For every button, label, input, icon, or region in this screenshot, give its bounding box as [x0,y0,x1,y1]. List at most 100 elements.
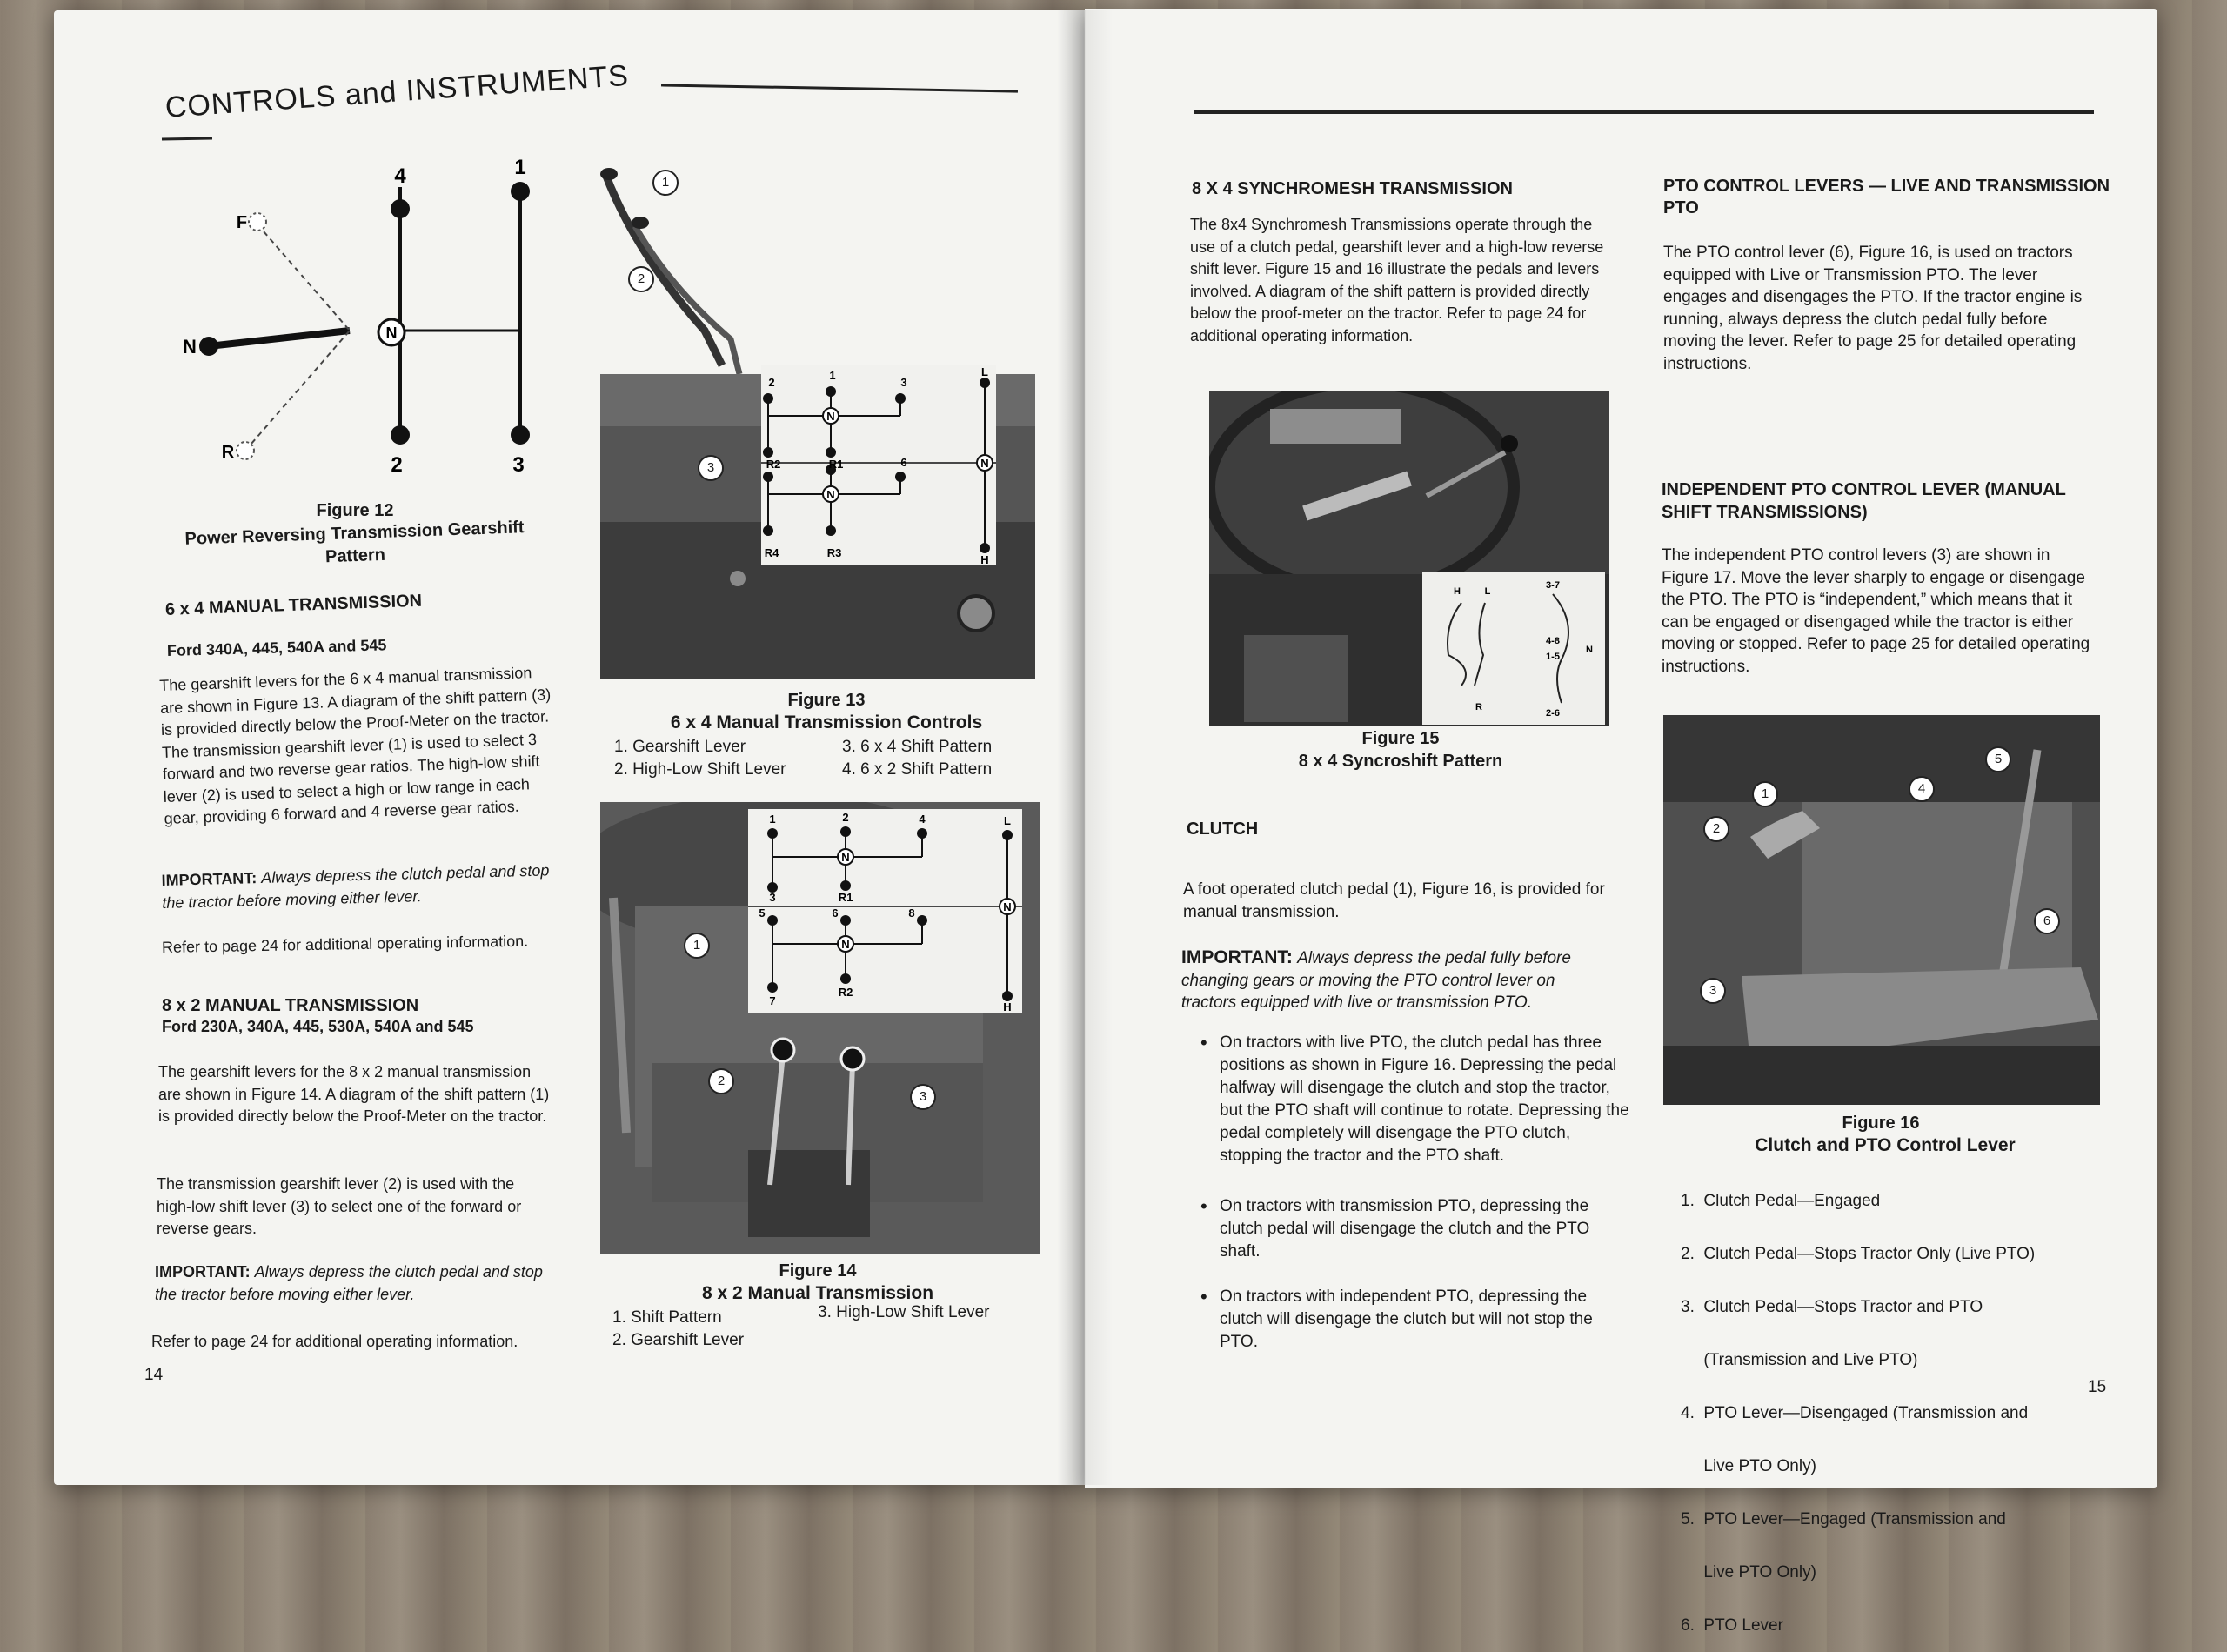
fig13-item-2: 2. High-Low Shift Lever [614,760,786,779]
fig16-item-6: 6. PTO Lever [1681,1616,1783,1635]
fig16-callout-5: 5 [1985,746,2011,772]
figure-13-title: 6 x 4 Manual Transmission Controls [670,712,983,732]
pattern13-r4: R4 [765,546,779,559]
pattern14-g3: 3 [769,891,775,904]
clutch-bullet-independent-pto: On tractors with independent PTO, depres… [1200,1286,1634,1354]
pattern13-r2: R2 [766,458,781,471]
pattern14-r2: R2 [839,986,853,999]
pattern13-r1: R1 [829,458,844,471]
gear-3-label: 3 [512,453,524,477]
fig13-item-4: 4. 6 x 2 Shift Pattern [842,760,993,779]
figure-15-number: Figure 15 [1361,729,1440,748]
figure-13-number: Figure 13 [787,691,866,710]
fig14-callout-2: 2 [708,1068,734,1094]
figure-13-photo: N N N 2 1 3 L R2 R1 [600,157,1035,679]
figure-14-title: 8 x 2 Manual Transmission [701,1283,934,1303]
important-8x2-text: Always depress the clutch pedal and stop… [155,1263,543,1303]
figure-16-number: Figure 16 [1842,1114,1920,1133]
gearshift-knob [600,168,618,180]
gear-2-dot [391,425,410,445]
pattern15-h: H [1454,586,1461,597]
figure-15-shift-pattern: H L 3-7 4-8 1-5 N R 2-6 [1422,572,1605,725]
gear-3-dot [511,425,530,445]
housing-bolt-small [730,571,746,586]
pattern15-15: 1-5 [1546,652,1560,662]
fig13-item-1: 1. Gearshift Lever [614,738,746,756]
pattern14-g4: 4 [919,813,926,826]
neutral-center-circle [377,318,406,347]
figure-15-caption: 8 x 4 Syncroshift Pattern [1298,752,1503,771]
pattern13-g6: 6 [900,456,906,469]
fig16-callout-3: 3 [1700,978,1726,1004]
fig16-item-5: 5. PTO Lever—Engaged (Transmission and [1681,1510,2006,1528]
heading-clutch: CLUTCH [1187,819,1259,839]
pattern15-r: R [1475,702,1482,712]
pattern15-n: N [1586,645,1593,655]
fig16-item-5-cont: Live PTO Only) [1681,1563,1816,1582]
gear-1-label: 1 [514,156,525,179]
figure-12-diagram: N 4 1 2 3 N F R [183,156,530,477]
gear-2-label: 2 [391,453,402,477]
neutral-left-label: N [183,336,197,358]
clutch-important-text: Always depress the pedal fully before ch… [1181,949,1571,1012]
clutch-bullet-live-pto: On tractors with live PTO, the clutch pe… [1200,1032,1634,1167]
figure-14-number: Figure 14 [779,1261,857,1281]
pattern14-g2: 2 [842,811,848,824]
pattern15-37: 3-7 [1546,580,1560,591]
clutch-bullets: On tractors with live PTO, the clutch pe… [1199,1032,1634,1354]
important-8x2: IMPORTANT: Always depress the clutch ped… [155,1261,553,1306]
fig16-item-3-cont: (Transmission and Live PTO) [1681,1351,1918,1369]
pattern13-g3: 3 [900,376,906,389]
pattern14-l: L [1004,814,1011,827]
fig16-item-3: 3. Clutch Pedal—Stops Tractor and PTO [1681,1298,1983,1316]
figure-14-shift-pattern: N N N 1 2 4 L 3 R1 5 6 8 7 R2 H [748,809,1022,1013]
high-low-lever-shape [632,224,743,375]
fig16-callout-4: 4 [1909,776,1935,802]
fig14-item-3: 3. High-Low Shift Lever [818,1303,990,1321]
pattern14-r1: R1 [839,891,853,904]
figure-14-legend-right: 3. High-Low Shift Lever [818,1301,1027,1324]
figure-15-photo: H L 3-7 4-8 1-5 N R 2-6 [1209,391,1609,726]
fig13-callout-3: 3 [698,455,724,481]
forward-label: F [237,213,247,232]
gear-1-dot [511,182,530,201]
body2-8x2: The transmission gearshift lever (2) is … [157,1175,522,1237]
figure-13-shift-pattern: N N N 2 1 3 L R2 R1 [761,365,996,565]
fig13-callout-1: 1 [652,170,679,196]
body1-8x2: The gearshift levers for the 8 x 2 manua… [158,1063,550,1125]
pattern13-n3: N [980,457,988,470]
page-number-right: 15 [2088,1378,2107,1396]
pattern14-n2: N [841,938,849,951]
fig13-callout-2: 2 [628,266,654,292]
fig16-item-1: 1. Clutch Pedal—Engaged [1681,1192,1881,1210]
clutch-important-label: IMPORTANT: [1181,947,1293,967]
high-low-knob [632,217,649,229]
fig16-item-4-cont: Live PTO Only) [1681,1457,1816,1475]
forward-dot [248,212,267,231]
figure-13-legend-right: 3. 6 x 4 Shift Pattern 4. 6 x 2 Shift Pa… [842,736,1042,781]
fig16-item-2: 2. Clutch Pedal—Stops Tractor Only (Live… [1681,1245,2036,1263]
body-8x4: The 8x4 Synchromesh Transmissions operat… [1190,216,1604,344]
pattern14-h: H [1003,1000,1011,1013]
neutral-left-dot [199,337,218,356]
independent-pto-body: The independent PTO control levers (3) a… [1662,546,2090,676]
figure-13-legend-left: 1. Gearshift Lever 2. High-Low Shift Lev… [614,736,840,781]
body-6x4: The gearshift levers for the 6 x 4 manua… [158,664,552,827]
pattern14-g8: 8 [908,906,914,920]
pattern14-n3: N [1003,900,1011,913]
header-rule-right [1194,110,2094,114]
forward-dashed-path [257,224,351,331]
pattern14-g1: 1 [769,813,775,826]
fig13-item-3: 3. 6 x 4 Shift Pattern [842,738,993,756]
pattern13-r3: R3 [827,546,842,559]
pattern15-l: L [1485,586,1491,597]
clutch-body: A foot operated clutch pedal (1), Figure… [1183,880,1605,921]
reverse-dot [236,441,255,460]
important-8x2-label: IMPORTANT: [155,1263,251,1281]
pattern15-26: 2-6 [1546,708,1560,719]
reverse-label: R [222,443,235,462]
pattern14-g6: 6 [832,906,838,920]
fig16-callout-1: 1 [1752,781,1778,807]
pattern13-l: L [981,365,988,378]
heading-8x4-synchromesh: 8 X 4 SYNCHROMESH TRANSMISSION [1192,179,1513,198]
